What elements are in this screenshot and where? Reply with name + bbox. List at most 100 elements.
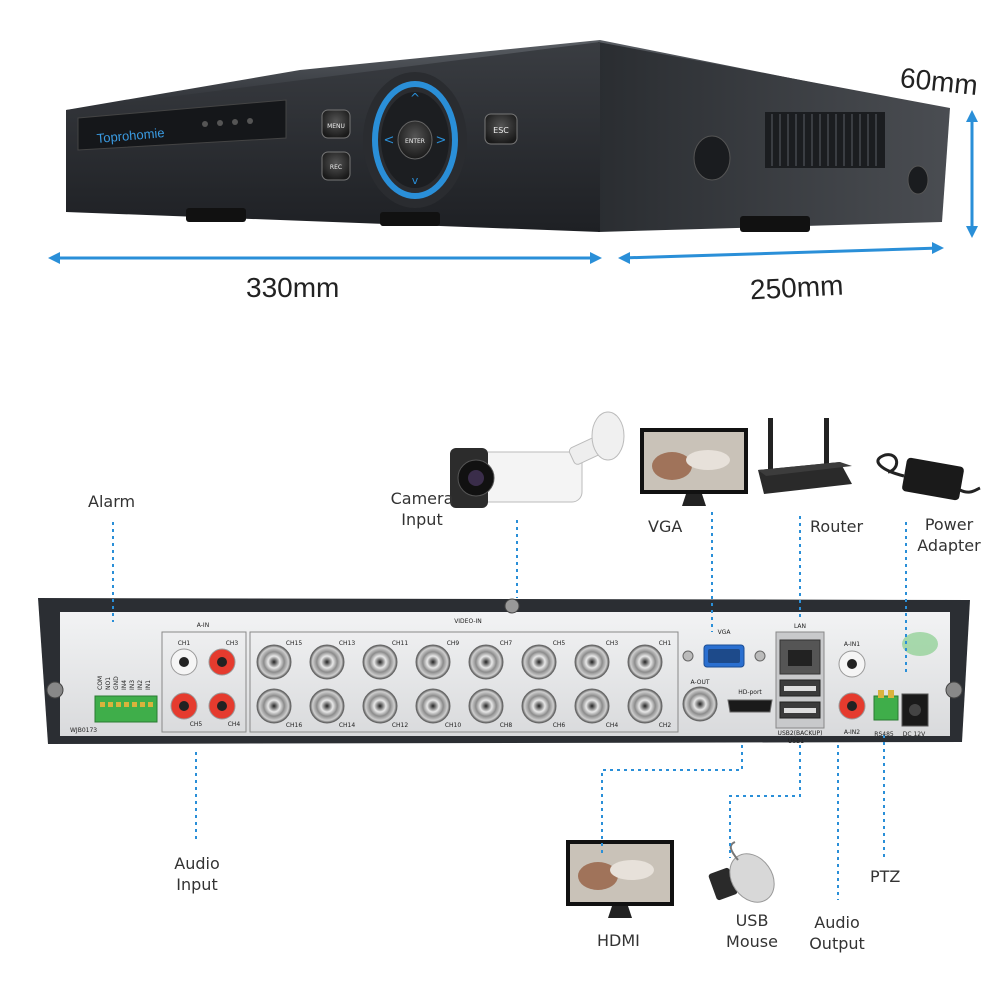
video-channel-label: CH10 bbox=[445, 722, 462, 729]
esc-button[interactable] bbox=[484, 113, 518, 145]
esc-button-label: ESC bbox=[493, 126, 509, 135]
dvr-foot bbox=[380, 212, 440, 226]
dc12v-label: DC 12V bbox=[903, 731, 926, 738]
bnc-video-input[interactable] bbox=[468, 644, 504, 680]
bnc-video-input[interactable] bbox=[309, 644, 345, 680]
audio-input-label: Audio Input bbox=[166, 853, 228, 895]
a-out-label: A-OUT bbox=[690, 679, 709, 686]
dpad-right-icon: > bbox=[436, 133, 447, 148]
bnc-video-input[interactable] bbox=[574, 688, 610, 724]
bnc-video-input[interactable] bbox=[362, 688, 398, 724]
brand-panel bbox=[77, 99, 287, 151]
bnc-video-input[interactable] bbox=[415, 688, 451, 724]
video-channel-label: CH5 bbox=[553, 640, 566, 647]
bnc-video-input[interactable] bbox=[415, 644, 451, 680]
power-adapter-label-line1: Power bbox=[924, 515, 974, 534]
alarm-pin-label: IN2 bbox=[137, 680, 144, 690]
callout-lines bbox=[112, 512, 907, 900]
a-in-label: A-IN bbox=[197, 622, 209, 629]
model-label: WJB0173 bbox=[70, 727, 97, 734]
audio-output-label-line2: Output bbox=[809, 934, 865, 953]
audio-input-group bbox=[161, 631, 247, 733]
menu-button-label: MENU bbox=[327, 123, 345, 130]
dvr-front-view: ^ < > v bbox=[66, 40, 950, 232]
router-label: Router bbox=[810, 517, 864, 536]
bnc-video-input[interactable] bbox=[256, 688, 292, 724]
rear-panel-labels: WJB0173 A-IN VIDEO-IN VGA A-OUT HD-port … bbox=[70, 618, 926, 745]
audio-output-label-line1: Audio bbox=[814, 913, 860, 932]
audio-input-label-line2: Input bbox=[176, 875, 218, 894]
bnc-video-input[interactable] bbox=[256, 644, 292, 680]
video-channel-label: CH7 bbox=[500, 640, 513, 647]
hdmi-label: HDMI bbox=[597, 931, 640, 950]
video-channel-label: CH14 bbox=[339, 722, 356, 729]
audio-ch-label: CH4 bbox=[228, 721, 241, 728]
power-adapter-illustration bbox=[876, 453, 981, 501]
audio-out-port[interactable] bbox=[682, 686, 718, 722]
led-indicator bbox=[247, 118, 253, 124]
video-input-group bbox=[249, 631, 679, 733]
usb2-label: USB2(BACKUP) bbox=[778, 730, 823, 737]
video-channel-label: CH3 bbox=[606, 640, 619, 647]
dvr-rear-panel bbox=[38, 598, 970, 744]
audio-ch-label: CH3 bbox=[226, 640, 239, 647]
alarm-pin-label: IN1 bbox=[145, 680, 152, 690]
vga-label: VGA bbox=[648, 517, 683, 536]
menu-button[interactable] bbox=[321, 109, 351, 139]
alarm-pin-label: NO1 bbox=[105, 677, 112, 690]
enter-button-label: ENTER bbox=[405, 138, 425, 145]
camera-input-label-line2: Input bbox=[401, 510, 443, 529]
video-channel-label: CH15 bbox=[286, 640, 303, 647]
dvr-foot bbox=[740, 216, 810, 232]
side-screw-hole bbox=[907, 165, 929, 195]
usb-mouse-label: USB Mouse bbox=[722, 910, 782, 952]
enter-button[interactable] bbox=[397, 120, 433, 160]
alarm-pin-label: COM bbox=[97, 676, 104, 690]
rear-screw bbox=[46, 681, 64, 699]
video-channel-label: CH13 bbox=[339, 640, 356, 647]
alarm-pin-label: GND bbox=[113, 676, 120, 690]
brand-logo-text: Toprohomie bbox=[96, 125, 165, 146]
hd-port-label: HD-port bbox=[738, 689, 762, 696]
video-channel-label: CH1 bbox=[659, 640, 672, 647]
power-adapter-label: Power Adapter bbox=[914, 514, 984, 556]
power-adapter-label-line2: Adapter bbox=[917, 536, 981, 555]
a-in1-label: A-IN1 bbox=[844, 641, 860, 648]
certification-sticker bbox=[902, 632, 938, 656]
alarm-pin-label: IN4 bbox=[121, 680, 128, 690]
rs485-terminal[interactable] bbox=[873, 695, 899, 721]
video-channel-label: CH12 bbox=[392, 722, 409, 729]
alarm-terminal-block[interactable] bbox=[94, 695, 158, 723]
alarm-label: Alarm bbox=[88, 492, 136, 511]
video-channel-label: CH6 bbox=[553, 722, 566, 729]
video-channel-label: CH9 bbox=[447, 640, 460, 647]
led-indicator bbox=[202, 121, 208, 127]
bnc-video-input[interactable] bbox=[468, 688, 504, 724]
bnc-video-input[interactable] bbox=[574, 644, 610, 680]
bnc-video-input[interactable] bbox=[309, 688, 345, 724]
rec-button[interactable] bbox=[321, 151, 351, 181]
camera-input-label-line1: Camera bbox=[390, 489, 454, 508]
hdmi-port[interactable] bbox=[727, 699, 773, 713]
bnc-connectors bbox=[256, 644, 663, 724]
led-indicator bbox=[217, 120, 223, 126]
bnc-video-input[interactable] bbox=[627, 688, 663, 724]
dimension-arrows bbox=[48, 110, 978, 264]
bnc-video-input[interactable] bbox=[521, 688, 557, 724]
audio-ch-label: CH5 bbox=[190, 721, 203, 728]
dvr-vent bbox=[765, 112, 885, 168]
dpad-left-icon: < bbox=[384, 133, 395, 148]
bnc-video-input[interactable] bbox=[521, 644, 557, 680]
lan-label: LAN bbox=[794, 623, 806, 630]
rear-screw bbox=[945, 681, 963, 699]
bnc-video-input[interactable] bbox=[362, 644, 398, 680]
vga-port-label: VGA bbox=[718, 629, 732, 636]
router-illustration bbox=[758, 418, 852, 494]
dvr-foot bbox=[186, 208, 246, 222]
video-channel-label: CH8 bbox=[500, 722, 513, 729]
bnc-video-input[interactable] bbox=[627, 644, 663, 680]
depth-dimension: 250mm bbox=[749, 269, 845, 306]
rs485-label: RS485 bbox=[874, 731, 894, 738]
video-channel-label: CH2 bbox=[659, 722, 672, 729]
